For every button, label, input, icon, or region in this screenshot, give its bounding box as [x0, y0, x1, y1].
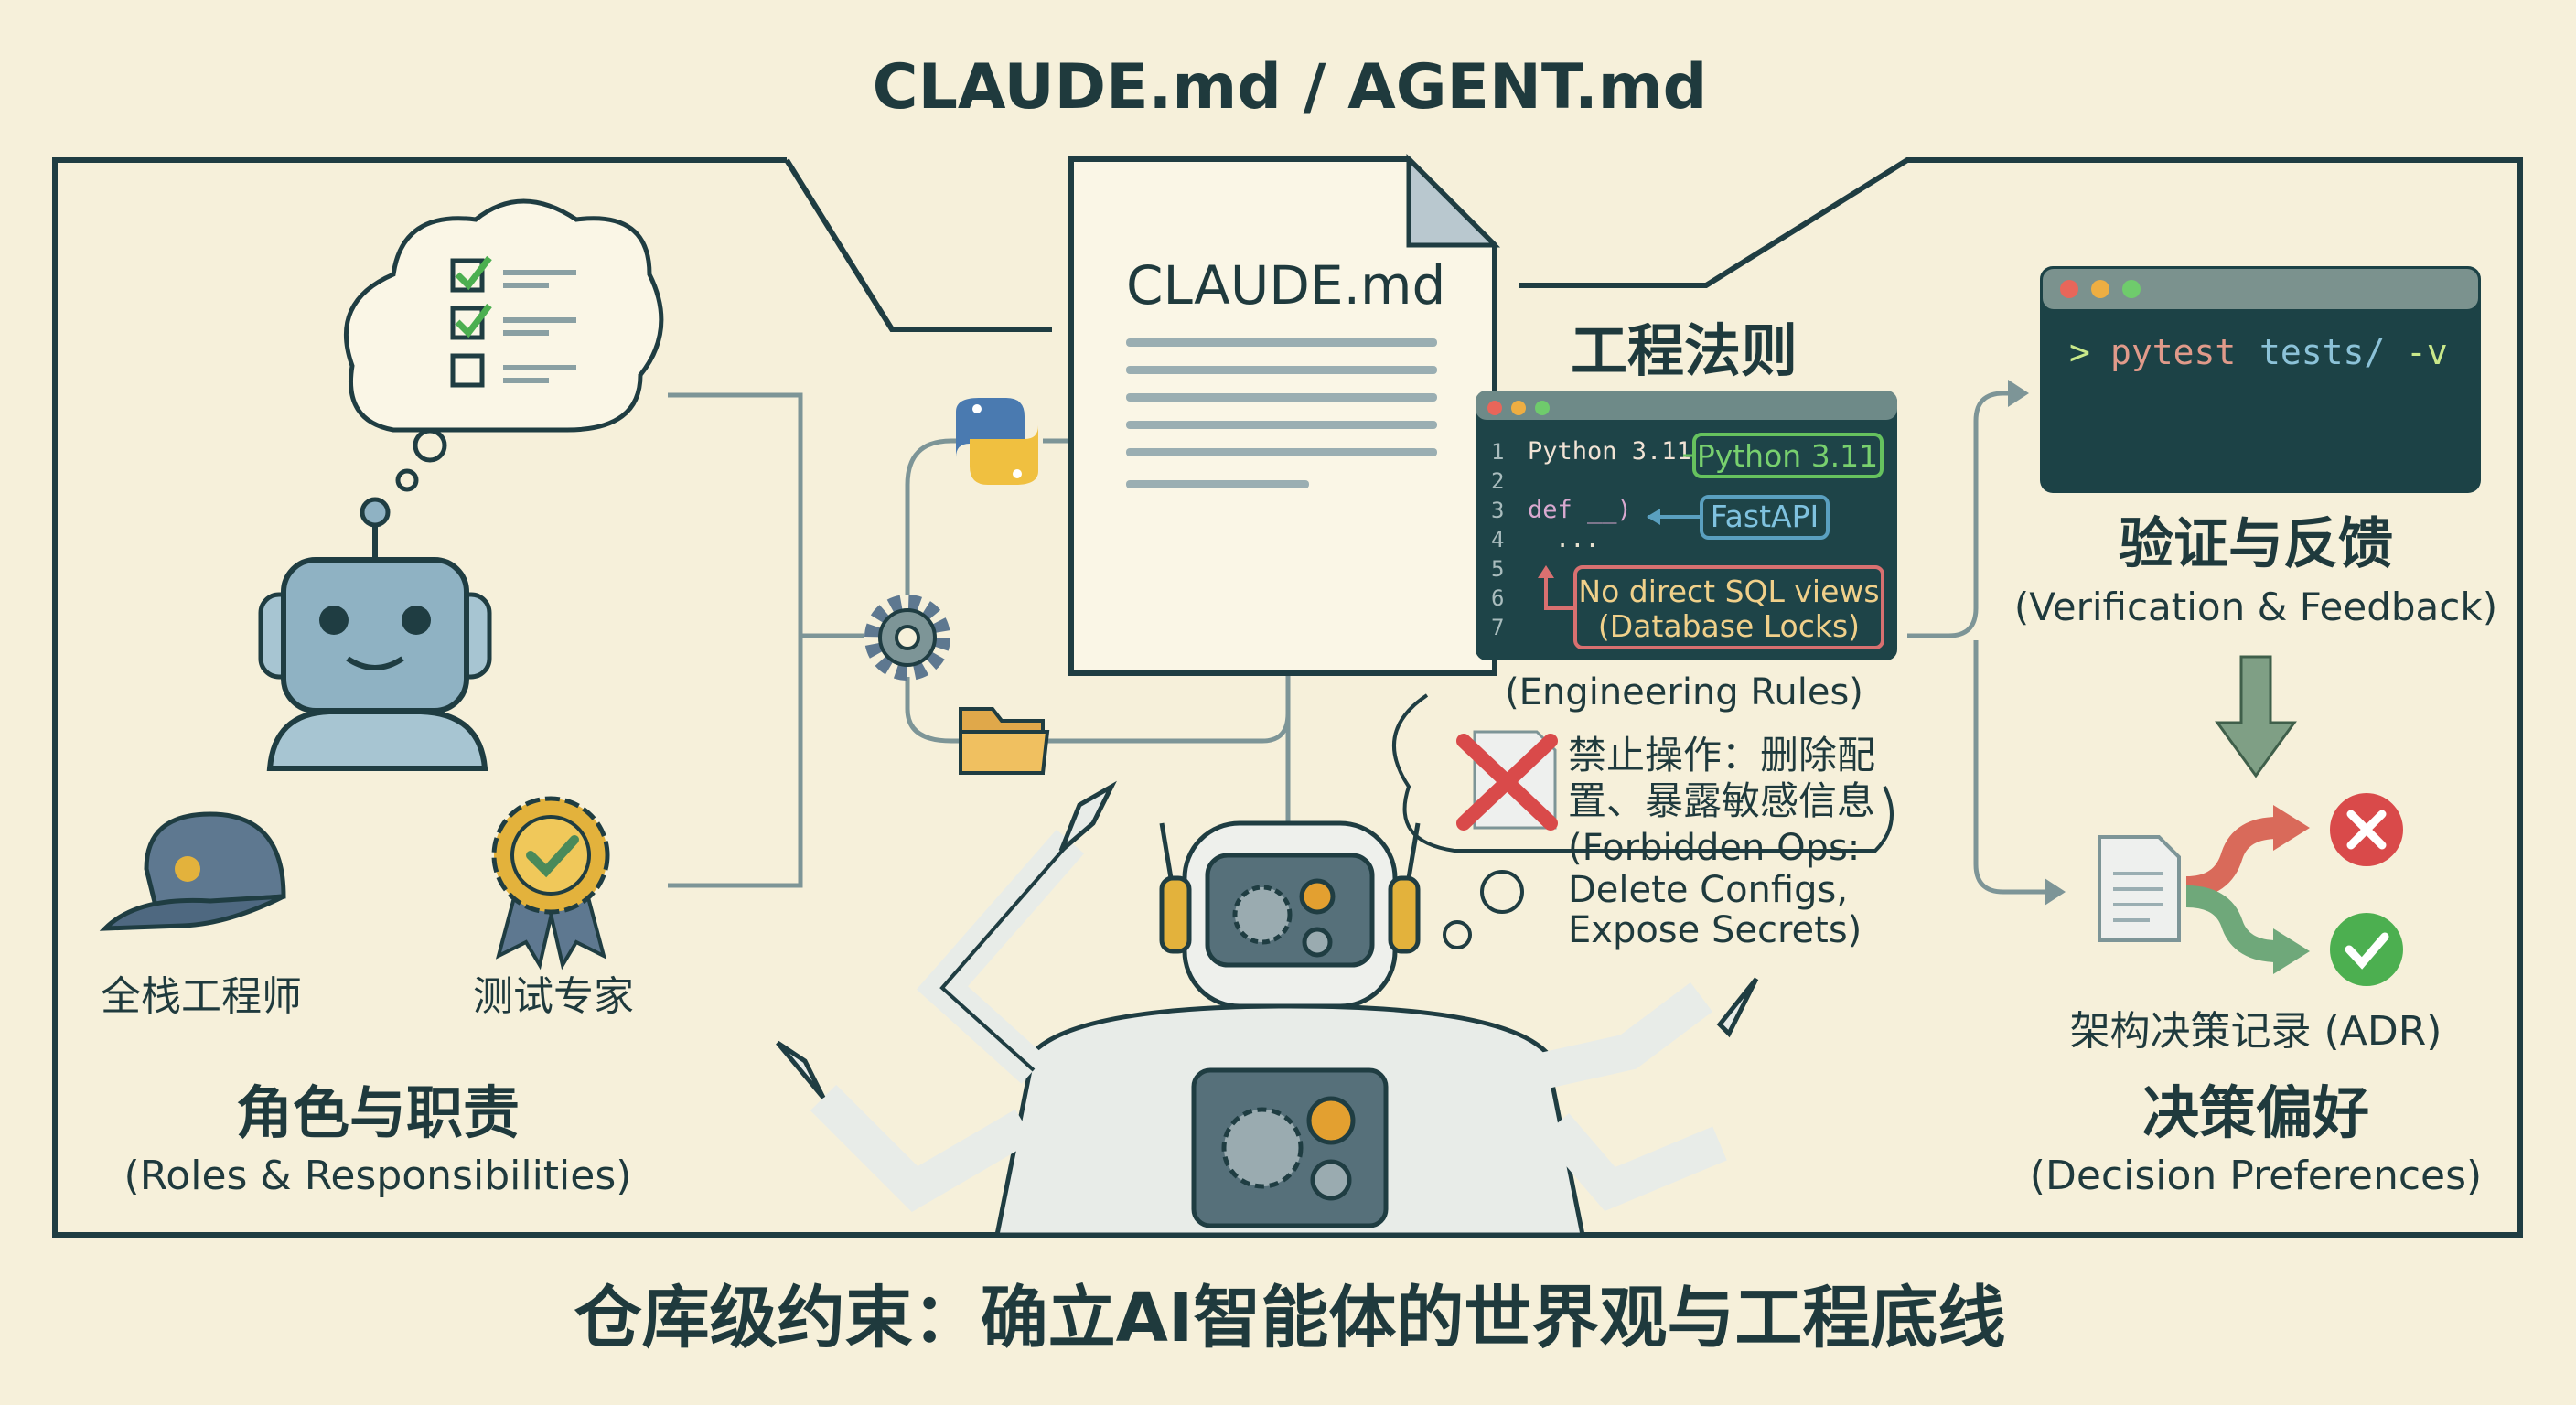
terminal-window: > pytest tests/ -v	[2040, 266, 2481, 493]
cap-icon	[99, 811, 286, 931]
python-icon	[956, 398, 1038, 485]
role-fullstack-label: 全栈工程师	[101, 973, 302, 1020]
verification-title: 验证与反馈	[2119, 512, 2393, 576]
folder-icon	[959, 707, 1050, 775]
fastapi-tag: FastAPI	[1711, 499, 1819, 534]
line-number: 7	[1491, 615, 1504, 640]
forbidden-doc-icon	[1456, 730, 1558, 831]
gear-icon	[864, 595, 950, 681]
adr-label: 架构决策记录 (ADR)	[2070, 1008, 2442, 1055]
line-number: 2	[1491, 468, 1504, 494]
python-tag: Python 3.11	[1697, 438, 1878, 474]
terminal-prompt: >	[2069, 332, 2090, 372]
forbidden-text: Delete Configs,	[1568, 869, 1848, 911]
line-number: 6	[1491, 585, 1504, 611]
line-number: 5	[1491, 556, 1504, 582]
code-line-1: Python 3.11	[1528, 437, 1691, 466]
line-number: 1	[1491, 439, 1504, 465]
terminal-command: pytest	[2110, 332, 2236, 372]
sql-tag-line2: (Database Locks)	[1598, 608, 1860, 644]
line-number: 3	[1491, 498, 1504, 523]
decision-subtitle: (Decision Preferences)	[2030, 1153, 2482, 1199]
terminal-arg: tests/	[2259, 332, 2385, 372]
bottom-caption: 仓库级约束：确立AI智能体的世界观与工程底线	[574, 1279, 2006, 1357]
checklist-cloud	[343, 198, 664, 492]
role-tester-label: 测试专家	[473, 973, 634, 1020]
verification-subtitle: (Verification & Feedback)	[2014, 585, 2497, 629]
engineering-title: 工程法则	[1571, 317, 1798, 384]
engineering-subtitle: (Engineering Rules)	[1505, 671, 1863, 713]
forbidden-bubble: 禁止操作：删除配 置、暴露敏感信息 (Forbidden Ops: Delete…	[1392, 693, 1894, 951]
outer-frame	[52, 157, 2523, 1238]
line-number: 4	[1491, 527, 1504, 552]
robot-head-icon	[258, 497, 492, 771]
roles-subtitle: (Roles & Responsibilities)	[124, 1153, 632, 1199]
claude-md-document: CLAUDE.md	[1068, 153, 1501, 676]
terminal-flag: -v	[2406, 332, 2448, 372]
diagram-title: CLAUDE.md / AGENT.md	[873, 51, 1708, 123]
document-label: CLAUDE.md	[1126, 254, 1445, 316]
approve-icon	[2330, 913, 2403, 986]
forbidden-text: 禁止操作：删除配	[1568, 733, 1875, 778]
down-arrow-icon	[2215, 655, 2297, 778]
roles-title: 角色与职责	[236, 1079, 520, 1146]
badge-icon	[491, 796, 610, 971]
code-line-3: def __)	[1528, 496, 1632, 524]
code-line-4: ...	[1555, 525, 1600, 553]
forbidden-text: (Forbidden Ops:	[1568, 827, 1860, 869]
reject-icon	[2330, 793, 2403, 866]
code-panel: 1 2 3 4 5 6 7 Python 3.11 def __) ... Py…	[1476, 391, 1897, 660]
forbidden-text: Expose Secrets)	[1568, 909, 1862, 951]
adr-icon	[2098, 805, 2310, 974]
central-robot-illustration	[776, 780, 1759, 1238]
sql-tag-line1: No direct SQL views	[1578, 574, 1879, 609]
decision-title: 决策偏好	[2142, 1079, 2369, 1146]
forbidden-text: 置、暴露敏感信息	[1568, 778, 1875, 823]
